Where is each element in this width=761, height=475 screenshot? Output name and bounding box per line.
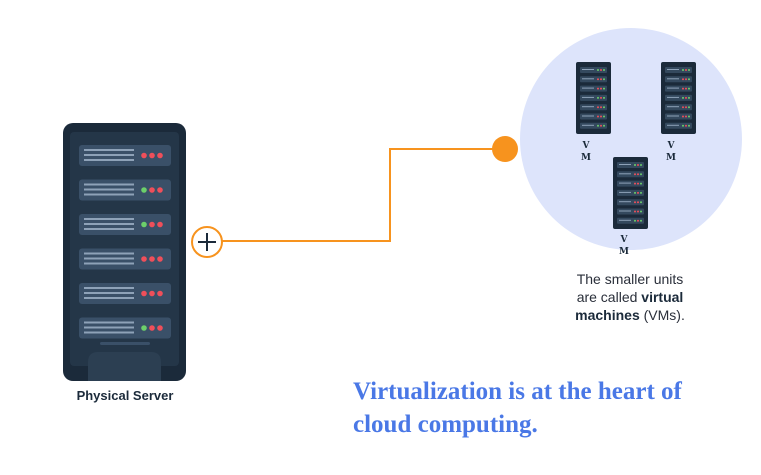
physical-server-icon — [63, 123, 186, 381]
status-led — [149, 221, 155, 228]
status-led — [149, 187, 155, 193]
status-led — [149, 290, 155, 297]
status-led — [149, 256, 155, 262]
server-rack-unit — [79, 145, 171, 166]
status-led — [141, 221, 147, 228]
status-led — [141, 152, 147, 159]
status-led — [149, 325, 155, 331]
physical-server-label: Physical Server — [76, 388, 174, 403]
status-led — [141, 325, 147, 331]
status-led — [157, 256, 163, 262]
status-led — [157, 290, 163, 297]
server-rack-unit — [79, 179, 171, 201]
headline-line-2: cloud computing. — [353, 411, 538, 438]
status-led — [157, 152, 163, 159]
status-led — [157, 187, 163, 193]
connector-end-dot — [492, 136, 518, 162]
headline: Virtualization is at the heart of cloud … — [353, 375, 753, 441]
server-rack-unit — [79, 317, 171, 339]
status-led — [149, 152, 155, 159]
server-rack-unit — [79, 214, 171, 235]
server-rack-unit — [79, 283, 171, 304]
headline-line-1: Virtualization is at the heart of — [353, 378, 682, 405]
server-rack-unit — [79, 248, 171, 270]
status-led — [157, 325, 163, 331]
vm-label-2: V M — [666, 141, 676, 163]
vm-caption: The smaller units are called virtual mac… — [575, 271, 685, 323]
vm-rack-icon-3 — [613, 157, 648, 229]
status-led — [157, 221, 163, 228]
status-led — [141, 256, 147, 262]
vm-label-3: V M — [619, 235, 629, 257]
status-led — [141, 187, 147, 193]
vm-rack-icon-2 — [661, 62, 696, 134]
vm-rack-icon-1 — [576, 62, 611, 134]
vm-label-1: V M — [581, 141, 591, 163]
connector-start-node — [191, 226, 223, 258]
status-led — [141, 290, 147, 297]
connector-line — [222, 148, 503, 242]
